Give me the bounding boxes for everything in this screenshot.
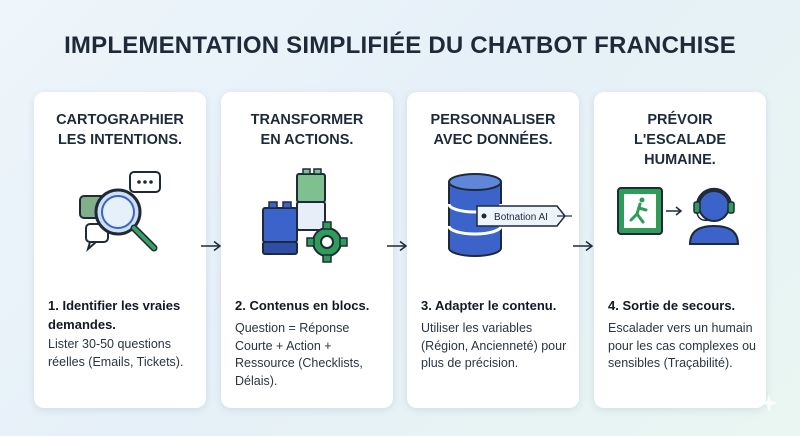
step-description: Lister 30-50 questions réelles (Emails, … — [48, 337, 184, 369]
tag-label: Botnation AI — [494, 212, 548, 223]
card-title: PERSONNALISER AVEC DONNÉES. — [415, 110, 571, 150]
card-title-text: CARTOGRAPHIER LES INTENTIONS. — [56, 112, 184, 148]
database-tag-icon: Botnation AI — [447, 173, 572, 257]
step-card-4: PRÉVOIR L'ESCALADE HUMAINE. 4. Sortie de… — [594, 92, 766, 408]
sparkle-icon — [760, 394, 778, 412]
page-title: IMPLEMENTATION SIMPLIFIÉE DU CHATBOT FRA… — [64, 32, 736, 59]
arrow-right-icon — [387, 240, 408, 252]
step-card-1: CARTOGRAPHIER LES INTENTIONS. 1. Identif… — [34, 92, 206, 408]
step-description: Question = Réponse Courte + Action + Res… — [235, 321, 363, 388]
card-title-text: PRÉVOIR L'ESCALADE HUMAINE. — [633, 112, 727, 168]
blocks-gear-icon — [262, 168, 348, 263]
exit-agent-icon — [617, 187, 740, 245]
magnifier-chat-icon — [79, 171, 161, 252]
arrow-right-icon — [573, 240, 594, 252]
card-title: TRANSFORMER EN ACTIONS. — [229, 110, 385, 150]
card-title-text: PERSONNALISER AVEC DONNÉES. — [430, 112, 556, 148]
card-title: PRÉVOIR L'ESCALADE HUMAINE. — [602, 110, 758, 170]
card-title: CARTOGRAPHIER LES INTENTIONS. — [42, 110, 198, 150]
step-card-2: TRANSFORMER EN ACTIONS. 2. Contenus en b… — [221, 92, 393, 408]
step-card-3: PERSONNALISER AVEC DONNÉES. Botnation AI… — [407, 92, 579, 408]
arrow-right-icon — [201, 240, 222, 252]
step-title: 3. Adapter le contenu. — [421, 298, 557, 313]
step-title: 1. Identifier les vraies demandes. — [48, 298, 181, 332]
step-title: 2. Contenus en blocs. — [235, 298, 370, 313]
step-description: Utiliser les variables (Région, Ancienne… — [421, 321, 567, 370]
step-title: 4. Sortie de secours. — [608, 298, 736, 313]
card-title-text: TRANSFORMER EN ACTIONS. — [250, 112, 364, 148]
step-description: Escalader vers un humain pour les cas co… — [608, 321, 756, 370]
